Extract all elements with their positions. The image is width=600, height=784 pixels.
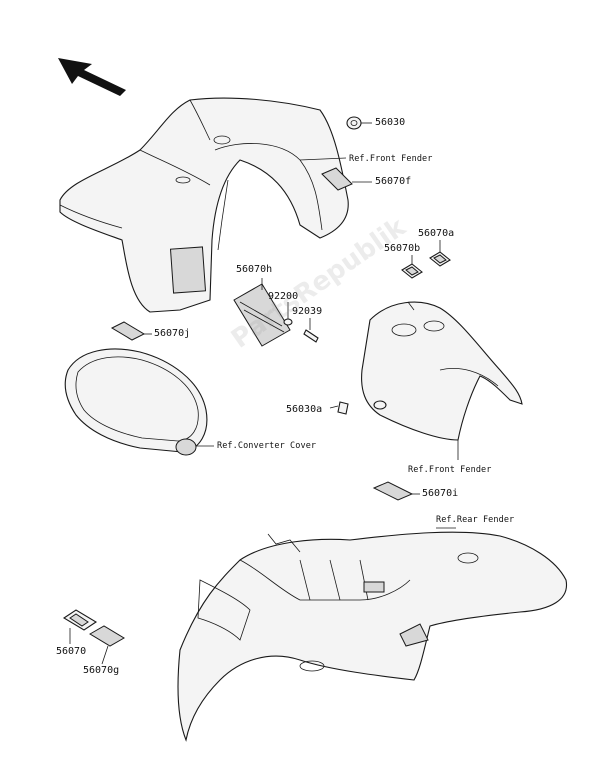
decal-56070i xyxy=(372,481,414,501)
front-fender-mid xyxy=(361,301,523,441)
label-ref-rear-fender: Ref.Rear Fender xyxy=(436,515,515,525)
label-ref-front-fender-mid: Ref.Front Fender xyxy=(408,465,492,475)
rear-fender xyxy=(177,531,568,742)
label-92039: 92039 xyxy=(292,306,323,317)
label-56070b: 56070b xyxy=(384,243,421,254)
label-56030: 56030 xyxy=(375,117,406,128)
clip-92039 xyxy=(303,329,319,343)
front-direction-arrow-icon xyxy=(58,58,126,96)
label-92200: 92200 xyxy=(268,291,299,302)
grommet-56030 xyxy=(346,116,362,130)
plug-56030a xyxy=(337,401,349,415)
label-ref-front-fender-top: Ref.Front Fender xyxy=(349,154,433,164)
label-56070g: 56070g xyxy=(83,665,120,676)
label-56070f: 56070f xyxy=(375,176,412,187)
front-fender-top xyxy=(59,97,349,313)
label-56070j: 56070j xyxy=(154,328,191,339)
decal-56070f xyxy=(321,167,353,191)
label-56030a: 56030a xyxy=(286,404,323,415)
converter-cover xyxy=(64,348,208,456)
label-ref-converter-cover: Ref.Converter Cover xyxy=(217,441,317,451)
label-56070h: 56070h xyxy=(236,264,273,275)
leader-lines xyxy=(69,122,459,665)
label-56070: 56070 xyxy=(56,646,87,657)
decal-56070j xyxy=(110,321,146,341)
label-56070a: 56070a xyxy=(418,228,455,239)
label-56070i: 56070i xyxy=(422,488,459,499)
decal-56070g xyxy=(89,625,125,647)
